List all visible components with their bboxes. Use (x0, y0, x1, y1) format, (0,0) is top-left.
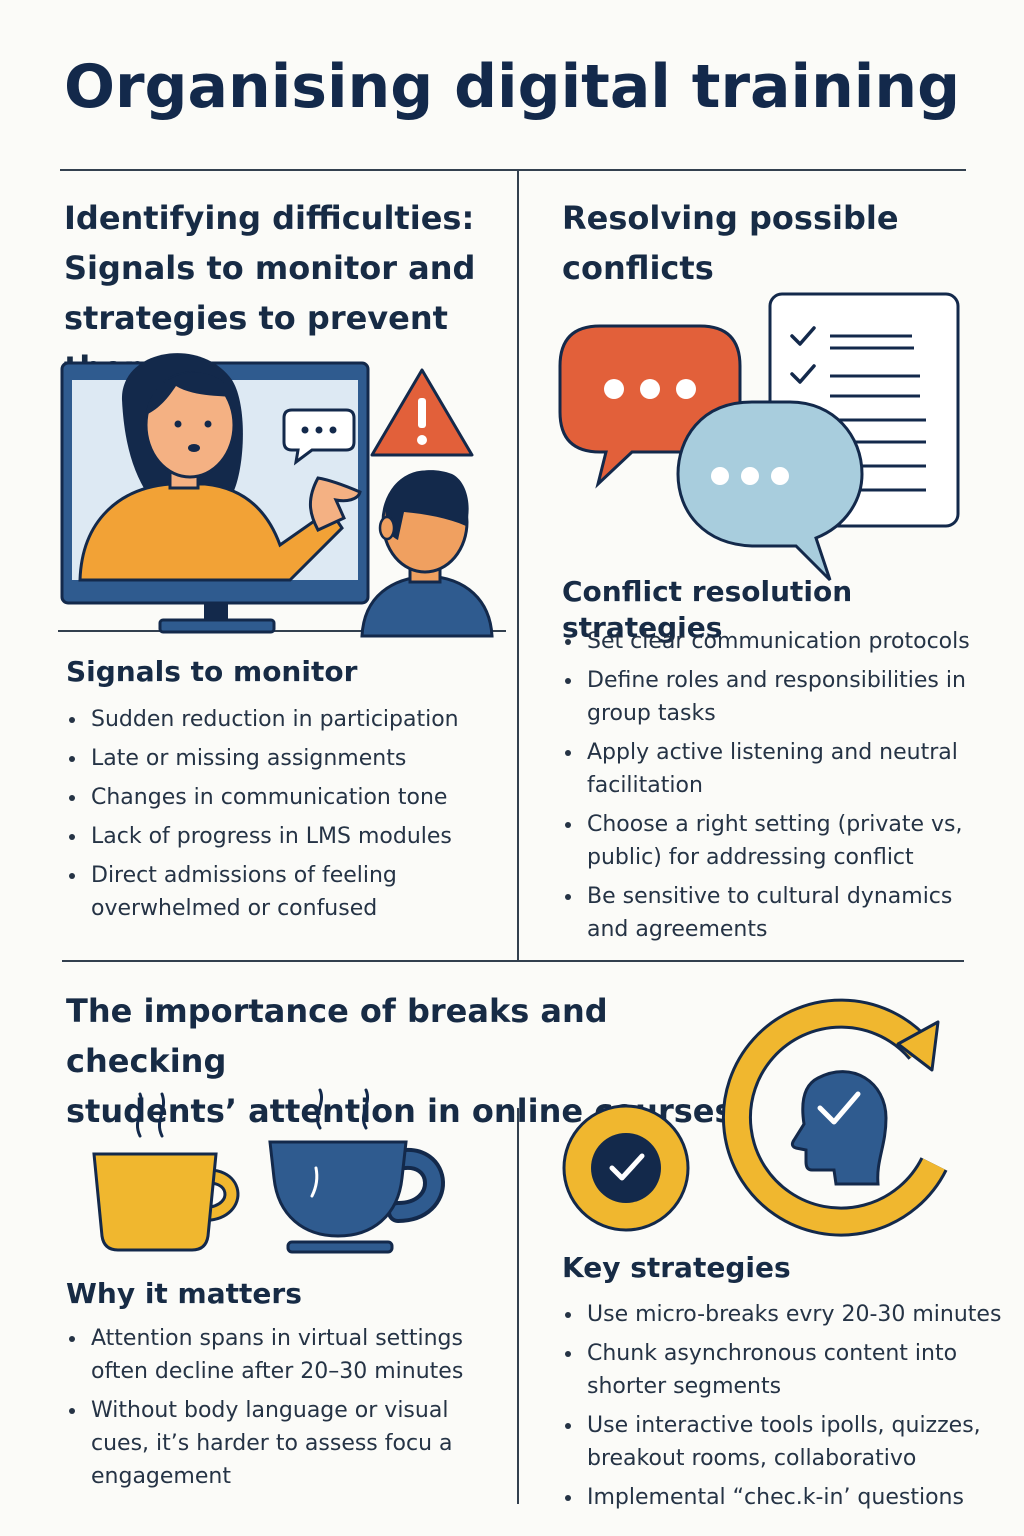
list-item: Apply active listening and neutral facil… (562, 736, 992, 802)
teacher-figure-icon (78, 353, 362, 582)
why-heading: Why it matters (66, 1277, 302, 1310)
section1-heading: Identifying difficulties: Signals to mon… (64, 193, 514, 393)
conflict-strategies-list: Set clear communication protocols Define… (562, 625, 992, 952)
chat-bubble-blue-icon (676, 400, 864, 582)
section2-heading: Resolving possible conflicts (562, 193, 962, 293)
list-item: Changes in communication tone (66, 781, 496, 814)
student-figure-icon (360, 470, 494, 638)
key-strategies-heading: Key strategies (562, 1251, 791, 1284)
top-divider (60, 169, 966, 171)
list-item: Be sensitive to cultural dynamics and ag… (562, 880, 992, 946)
section1-heading-line: Signals to monitor and (64, 249, 476, 287)
check-badge-icon (562, 1104, 690, 1232)
list-item: Implemental “chec.k-in’ questions (562, 1481, 1002, 1514)
list-item: Define roles and responsibilities in gro… (562, 664, 992, 730)
list-item: Attention spans in virtual settings ofte… (66, 1322, 496, 1388)
signals-heading: Signals to monitor (66, 655, 358, 688)
speech-bubble-icon (282, 408, 356, 466)
coffee-cup-icon (268, 1088, 445, 1254)
list-item: Lack of progress in LMS modules (66, 820, 496, 853)
section2-heading-line: Resolving possible (562, 199, 899, 237)
list-item: Late or missing assignments (66, 742, 496, 775)
conflict-strategies-heading: Conflict resolution strategies (562, 575, 853, 644)
coffee-cup-icon (92, 1092, 240, 1252)
head-refresh-icon (721, 998, 948, 1237)
list-item: Sudden reduction in participation (66, 703, 496, 736)
page-title: Organising digital training (63, 52, 961, 122)
why-list: Attention spans in virtual settings ofte… (66, 1322, 496, 1499)
middle-divider (62, 960, 964, 962)
list-item: Direct admissions of feeling overwhelmed… (66, 859, 496, 925)
list-item: Chunk asynchronous content into shorter … (562, 1337, 1002, 1403)
list-item: Use micro-breaks evry 20-30 minutes (562, 1298, 1002, 1331)
signals-list: Sudden reduction in participation Late o… (66, 703, 496, 931)
section1-heading-line: Identifying difficulties: (64, 199, 475, 237)
warning-icon (370, 368, 474, 457)
illustration-baseline (58, 630, 506, 632)
bottom-column-divider (517, 1108, 519, 1504)
key-strategies-list: Use micro-breaks evry 20-30 minutes Chun… (562, 1298, 1002, 1520)
list-item: Set clear communication protocols (562, 625, 992, 658)
section3-heading-line: The importance of breaks and checking (66, 992, 608, 1080)
list-item: Use interactive tools ipolls, quizzes, b… (562, 1409, 1002, 1475)
top-column-divider (517, 171, 519, 960)
list-item: Choose a right setting (private vs, publ… (562, 808, 992, 874)
section2-heading-line: conflicts (562, 249, 714, 287)
list-item: Without body language or visual cues, it… (66, 1394, 496, 1493)
